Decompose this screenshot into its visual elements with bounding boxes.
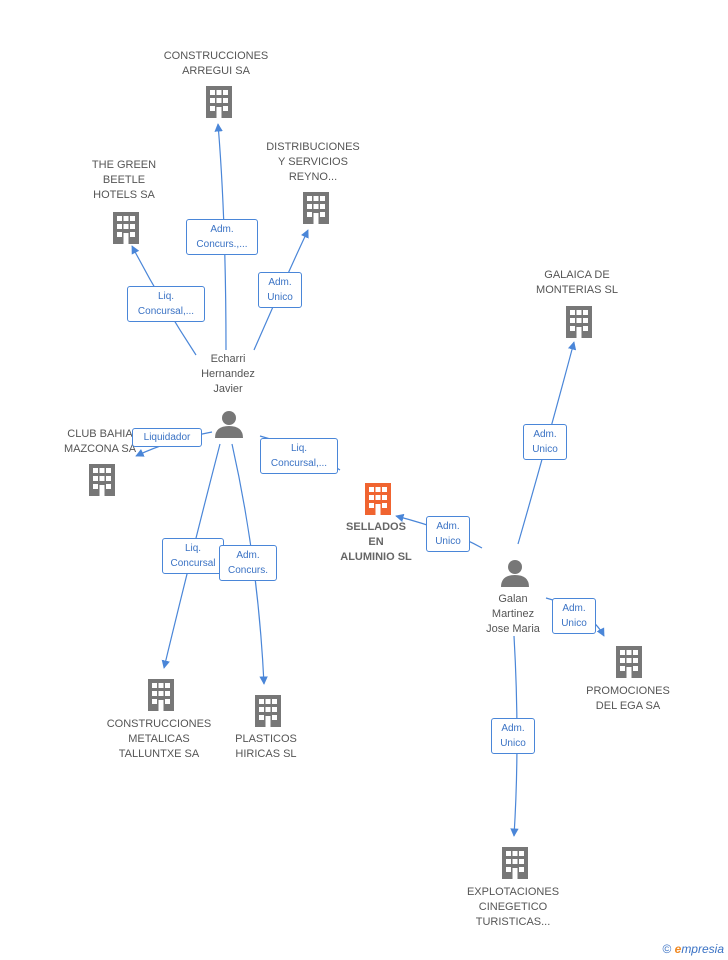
edge-label-galaica[interactable]: Adm. Unico (523, 424, 567, 460)
edge-label-explotaciones[interactable]: Adm. Unico (491, 718, 535, 754)
brand-logo-letter: e (674, 942, 682, 956)
edge-label-talluntxe[interactable]: Liq. Concursal (162, 538, 224, 574)
node-galaica-label[interactable]: GALAICA DE MONTERIAS SL (536, 269, 618, 296)
edge-label-reyno[interactable]: Adm. Unico (258, 272, 302, 308)
building-icon (255, 695, 281, 727)
node-galan-label[interactable]: Galan Martinez Jose Maria (486, 593, 540, 635)
node-club-bahia-label[interactable]: CLUB BAHIA MAZCONA SA (63, 428, 137, 455)
edge-label-green-beetle[interactable]: Liq. Concursal,... (127, 286, 205, 322)
building-icon (89, 464, 115, 496)
node-reyno-label[interactable]: DISTRIBUCIONES Y SERVICIOS REYNO... (266, 141, 360, 183)
building-icon (365, 483, 391, 515)
building-icon (616, 646, 642, 678)
building-icon (113, 212, 139, 244)
person-icon (501, 560, 529, 587)
node-explotaciones-label[interactable]: EXPLOTACIONES CINEGETICO TURISTICAS... (466, 886, 560, 928)
building-icon (303, 192, 329, 224)
person-icon (215, 411, 243, 438)
copyright-icon: © (662, 942, 672, 956)
footer-brand: © empresia (662, 942, 724, 956)
node-promociones-label[interactable]: PROMOCIONES DEL EGA SA (586, 685, 670, 712)
node-sellados-label[interactable]: SELLADOS EN ALUMINIO SL (340, 521, 412, 563)
node-green-beetle-label[interactable]: THE GREEN BEETLE HOTELS SA (91, 159, 157, 201)
edge-label-plasticos[interactable]: Adm. Concurs. (219, 545, 277, 581)
edge-label-club-bahia[interactable]: Liquidador (132, 428, 202, 447)
building-icon (502, 847, 528, 879)
node-plasticos-label[interactable]: PLASTICOS HIRICAS SL (235, 733, 297, 760)
brand-name: mpresia (681, 942, 724, 956)
edge-label-promociones[interactable]: Adm. Unico (552, 598, 596, 634)
building-icon (148, 679, 174, 711)
edge-label-sellados-echarri[interactable]: Liq. Concursal,... (260, 438, 338, 474)
edge-label-arregui[interactable]: Adm. Concurs.,... (186, 219, 258, 255)
building-icon (206, 86, 232, 118)
node-echarri-label[interactable]: Echarri Hernandez Javier (201, 353, 255, 395)
building-icon (566, 306, 592, 338)
node-talluntxe-label[interactable]: CONSTRUCCIONES METALICAS TALLUNTXE SA (106, 718, 212, 760)
edge-label-sellados-galan[interactable]: Adm. Unico (426, 516, 470, 552)
node-arregui-label[interactable]: CONSTRUCCIONES ARREGUI SA (163, 50, 269, 77)
